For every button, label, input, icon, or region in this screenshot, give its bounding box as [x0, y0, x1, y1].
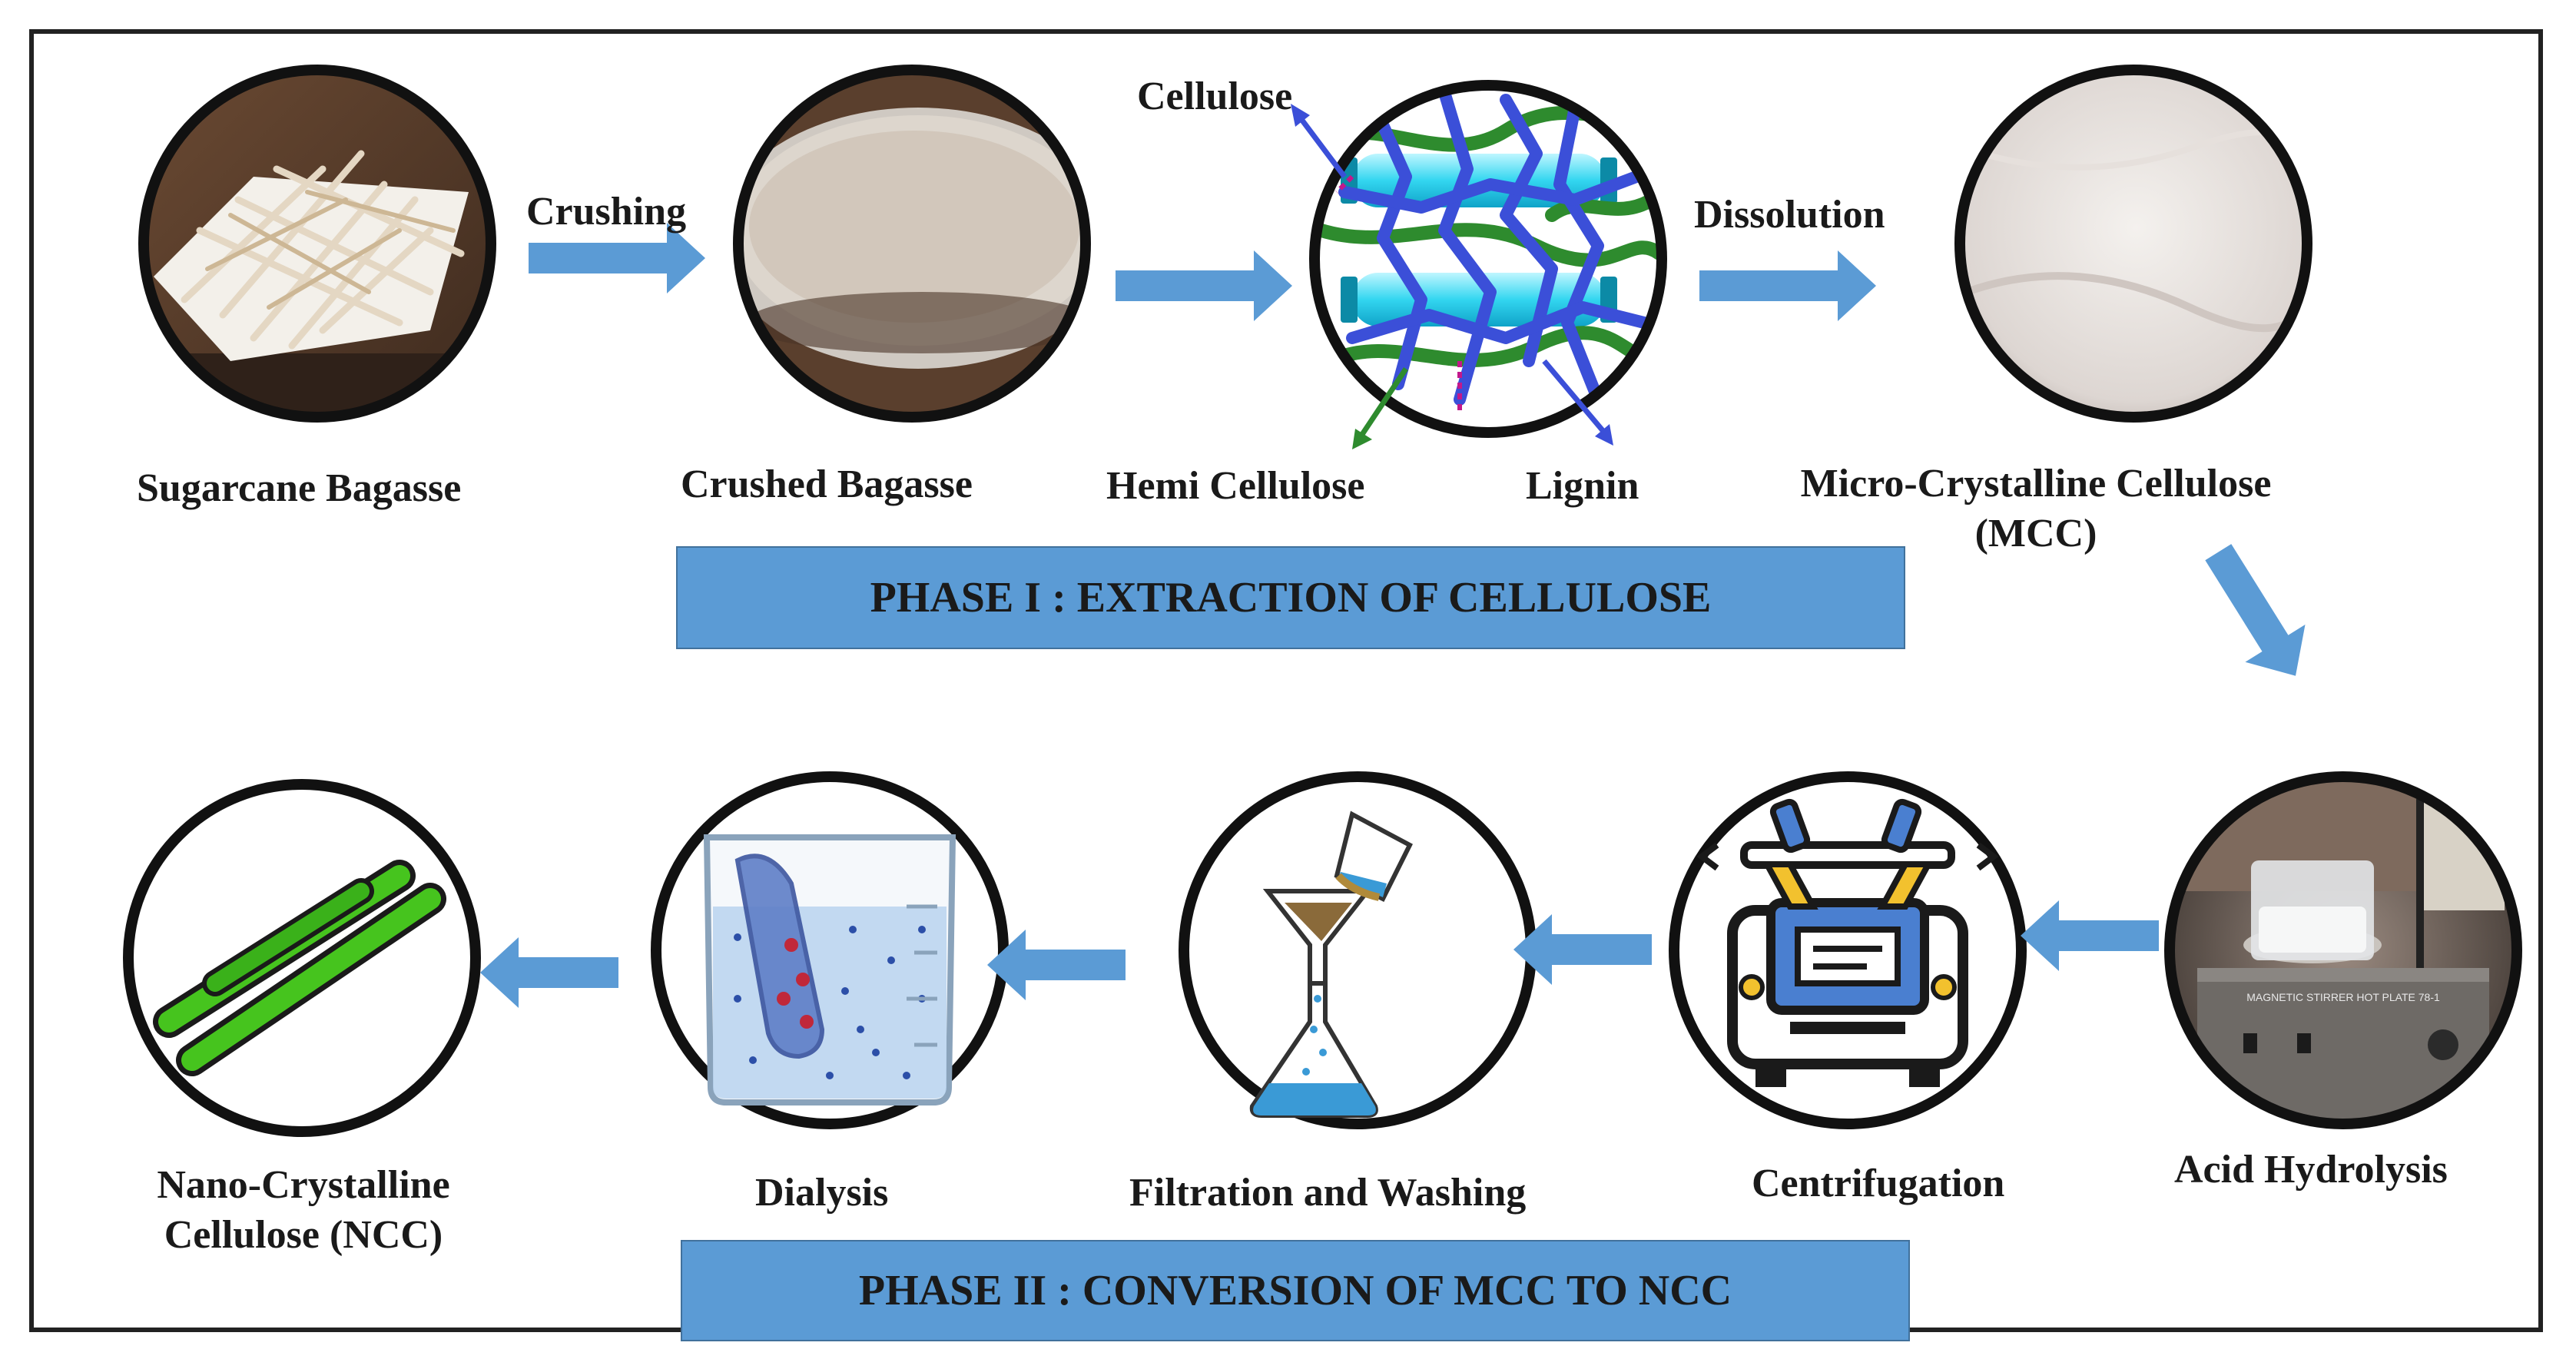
arrow-crushing — [529, 223, 705, 293]
centrifuge-icon — [1669, 771, 2027, 1129]
arrow-dialysis-to-ncc — [480, 937, 618, 1008]
arrow-filtration-to-dialysis — [987, 930, 1126, 1000]
label-ncc-line2: Cellulose (NCC) — [164, 1213, 443, 1257]
label-mcc: Micro-Crystalline Cellulose (MCC) — [1767, 459, 2305, 559]
mcc-powder-image — [1954, 65, 2312, 423]
label-acid-hydrolysis: Acid Hydrolysis — [2174, 1148, 2448, 1192]
dialysis-beaker-icon — [651, 771, 1009, 1129]
phase-2-title: PHASE II : CONVERSION OF MCC TO NCC — [858, 1267, 1732, 1314]
arrow-to-structure — [1116, 250, 1292, 321]
filtration-flask-icon — [1179, 771, 1537, 1129]
label-filtration: Filtration and Washing — [1129, 1171, 1527, 1215]
arrow-label-dissolution: Dissolution — [1694, 193, 1885, 237]
arrow-label-crushing: Crushing — [526, 190, 687, 234]
sugarcane-bagasse-image — [138, 65, 496, 423]
label-ncc-line1: Nano-Crystalline — [157, 1163, 450, 1207]
phase-2-banner: PHASE II : CONVERSION OF MCC TO NCC — [681, 1240, 1910, 1341]
lignocellulose-structure-image — [1291, 80, 1667, 449]
arrow-mcc-to-hydrolysis — [2205, 544, 2306, 676]
component-pointers — [1291, 104, 1613, 449]
arrow-dissolution — [1699, 250, 1876, 321]
label-cellulose: Cellulose — [1137, 75, 1293, 118]
label-ncc: Nano-Crystalline Cellulose (NCC) — [115, 1160, 492, 1260]
flow-arrows — [480, 223, 2306, 1008]
label-lignin: Lignin — [1526, 464, 1639, 508]
phase-1-title: PHASE I : EXTRACTION OF CELLULOSE — [870, 574, 1712, 622]
label-dialysis: Dialysis — [755, 1171, 889, 1215]
label-mcc-line1: Micro-Crystalline Cellulose — [1800, 462, 2272, 506]
acid-hydrolysis-image — [2164, 771, 2522, 1129]
phase-1-banner: PHASE I : EXTRACTION OF CELLULOSE — [676, 546, 1905, 649]
label-crushed-bagasse: Crushed Bagasse — [681, 462, 973, 506]
crushed-bagasse-image — [733, 65, 1091, 423]
hot-plate-label: MAGNETIC STIRRER HOT PLATE 78-1 — [2246, 991, 2440, 1003]
arrow-centrifugation-to-filtration — [1513, 914, 1652, 985]
arrow-hydrolysis-to-centrifugation — [2021, 900, 2159, 971]
label-centrifugation: Centrifugation — [1752, 1162, 2005, 1205]
label-sugarcane-bagasse: Sugarcane Bagasse — [137, 466, 462, 510]
label-mcc-line2: (MCC) — [1974, 512, 2097, 555]
label-hemi-cellulose: Hemi Cellulose — [1106, 464, 1365, 508]
ncc-rods-icon — [123, 779, 481, 1137]
